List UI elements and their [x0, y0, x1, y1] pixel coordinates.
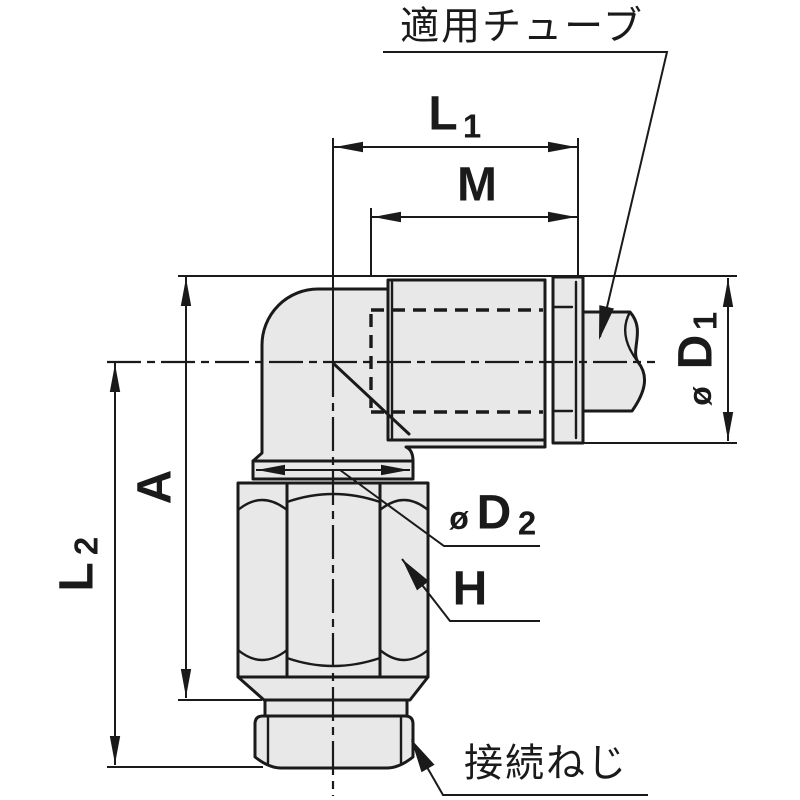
dim-l1: L 1	[332, 88, 579, 363]
arrowhead-icon	[109, 736, 121, 764]
dim-label-l1-sub: 1	[463, 108, 481, 145]
arrowhead-icon	[548, 141, 576, 153]
dim-label-d2-sub: 2	[518, 505, 536, 542]
dim-label-h: H	[453, 563, 488, 616]
dim-label-m: M	[457, 159, 497, 212]
dim-label-d1-prefix: ø	[682, 386, 718, 406]
release-collar	[551, 275, 585, 445]
connection-thread-label: 接続ねじ	[464, 743, 628, 786]
arrowhead-icon	[109, 364, 121, 392]
dim-label-d1: D	[670, 335, 723, 370]
dim-d1: ø D 1	[584, 278, 737, 444]
dim-m: M	[370, 159, 577, 277]
arrowhead-icon	[373, 211, 401, 223]
dim-label-l2-sub: 2	[68, 537, 105, 555]
dim-label-l2: L	[51, 562, 104, 591]
applicable-tube-leader	[383, 51, 669, 338]
dim-d2: ø D 2	[256, 464, 540, 547]
callout-applicable-tube: 適用チューブ	[383, 6, 669, 342]
arrowhead-icon	[548, 211, 576, 223]
dim-label-d2-prefix: ø	[449, 500, 469, 536]
dim-label-d2: D	[477, 487, 512, 540]
dim-label-a: A	[129, 470, 182, 505]
cartridge-sleeve	[386, 278, 547, 442]
dim-label-d1-sub: 1	[687, 312, 724, 330]
dim-a: A	[129, 275, 737, 701]
callout-connection-thread: 接続ねじ	[404, 735, 648, 796]
applicable-tube-label: 適用チューブ	[400, 6, 644, 49]
elbow-fitting-drawing	[107, 275, 655, 796]
arrowhead-icon	[180, 278, 192, 306]
tube-break-line	[624, 310, 640, 364]
dim-l2: L 2	[51, 363, 263, 768]
arrowhead-icon	[335, 141, 363, 153]
dim-label-l1: L	[428, 88, 457, 141]
thread-neck	[263, 698, 409, 718]
arrowhead-icon	[180, 669, 192, 697]
arrowhead-icon	[722, 412, 734, 440]
dim-h: H	[396, 554, 540, 622]
arrowhead-icon	[722, 279, 734, 307]
d2-leader-line	[339, 469, 540, 547]
